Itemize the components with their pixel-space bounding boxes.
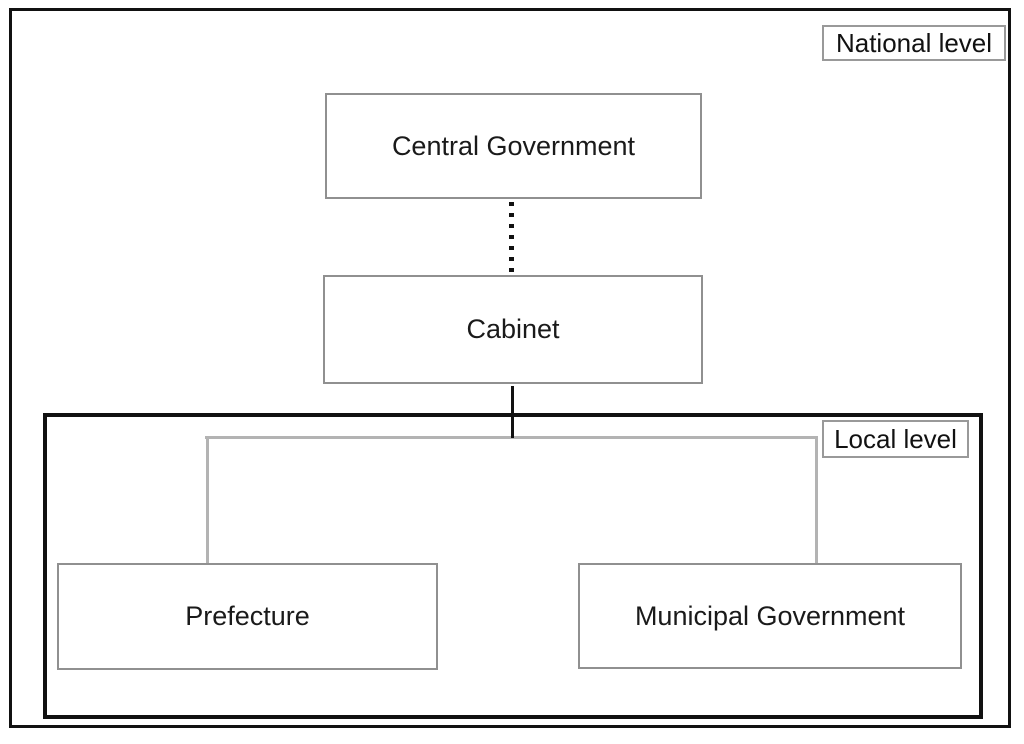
edge-branch-to-municipal-government-line [815, 436, 818, 564]
edge-central-government-to-cabinet-dotted [509, 202, 514, 274]
national-level-tag: National level [822, 25, 1006, 61]
node-municipal-government: Municipal Government [578, 563, 962, 669]
node-cabinet-label: Cabinet [466, 314, 560, 344]
node-cabinet: Cabinet [323, 275, 703, 384]
node-municipal-government-label: Municipal Government [634, 600, 906, 631]
local-level-tag-label: Local level [834, 424, 957, 454]
edge-branch-to-prefecture-line [206, 436, 209, 564]
edge-cabinet-to-local-level-line [511, 386, 514, 438]
node-prefecture-label: Prefecture [185, 601, 310, 631]
national-level-tag-label: National level [835, 28, 993, 58]
node-central-government: Central Government [325, 93, 702, 199]
local-level-tag: Local level [822, 420, 969, 458]
node-central-government-label: Central Government [391, 130, 636, 161]
node-prefecture: Prefecture [57, 563, 438, 670]
